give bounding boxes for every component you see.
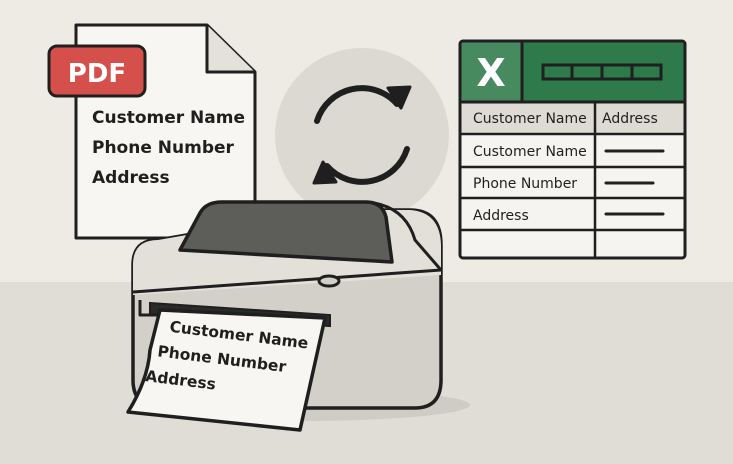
pdf-document-icon: PDF Customer Name Phone Number Address <box>47 23 257 240</box>
excel-logo-icon: X <box>476 51 505 95</box>
row-label-phone-number: Phone Number <box>473 176 577 192</box>
printer-power-button <box>317 274 341 288</box>
excel-spreadsheet-icon: X Customer Name Address Customer Name Ph… <box>458 39 687 260</box>
excel-logo-tile <box>460 41 522 102</box>
pdf-badge-label: PDF <box>68 59 126 89</box>
row-label-customer-name: Customer Name <box>473 144 587 160</box>
row-label-address: Address <box>473 208 529 224</box>
pdf-line-customer-name: Customer Name <box>92 108 245 128</box>
sync-arrows-icon <box>275 48 449 222</box>
column-header-customer-name: Customer Name <box>473 111 587 127</box>
address-cell-placeholder-lines <box>604 149 665 216</box>
pdf-line-phone-number: Phone Number <box>92 138 235 158</box>
printed-label: Customer Name Phone Number Address <box>126 308 327 432</box>
toolbar-grid-icon <box>541 63 663 81</box>
column-header-address: Address <box>602 111 658 127</box>
printer-lid <box>178 200 394 264</box>
spreadsheet-header-row <box>460 102 685 134</box>
pdf-line-address: Address <box>92 168 170 188</box>
pdf-badge: PDF <box>47 44 147 98</box>
